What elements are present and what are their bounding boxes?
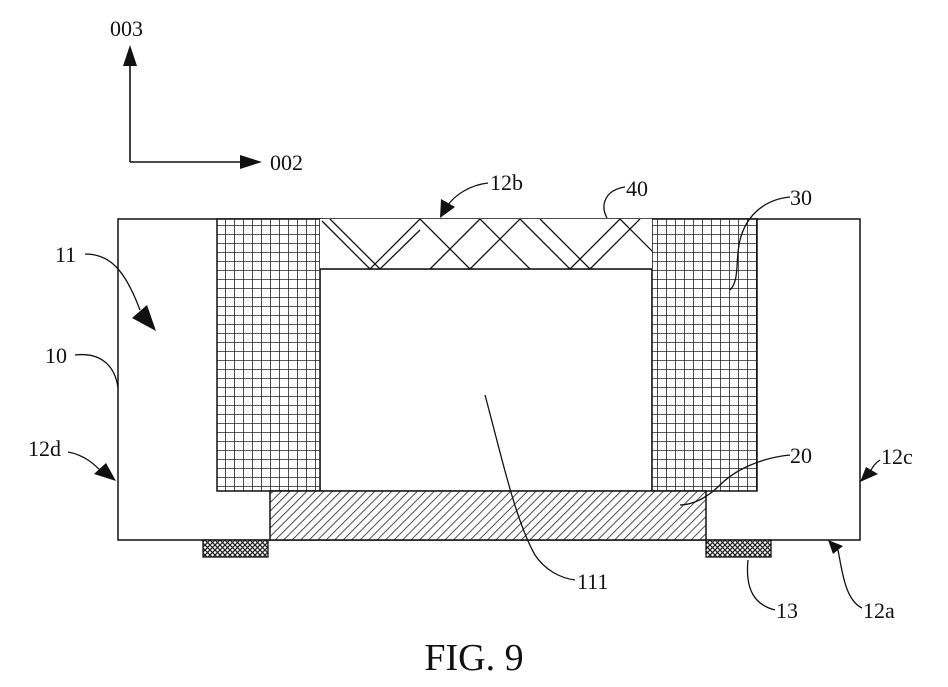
pad-right-13 <box>706 540 771 557</box>
pad-left <box>203 540 268 557</box>
axis-label-002: 002 <box>270 150 303 175</box>
label-12a: 12a <box>863 598 895 623</box>
label-12b: 12b <box>490 170 523 195</box>
base-layer-20 <box>270 491 706 540</box>
label-40: 40 <box>626 176 648 201</box>
label-111: 111 <box>577 569 608 594</box>
cavity-111 <box>320 269 652 491</box>
wall-block-right-30 <box>652 219 757 491</box>
label-20: 20 <box>790 443 812 468</box>
label-12c: 12c <box>881 444 913 469</box>
wall-block-left <box>217 219 320 491</box>
label-30: 30 <box>790 185 812 210</box>
cover-layer-40 <box>320 219 670 269</box>
axis-label-003: 003 <box>110 16 143 41</box>
label-11: 11 <box>55 242 76 267</box>
figure-caption: FIG. 9 <box>424 637 523 679</box>
label-10: 10 <box>45 343 67 368</box>
label-12d: 12d <box>28 436 61 461</box>
axis-indicator <box>123 45 262 169</box>
label-13: 13 <box>776 598 798 623</box>
